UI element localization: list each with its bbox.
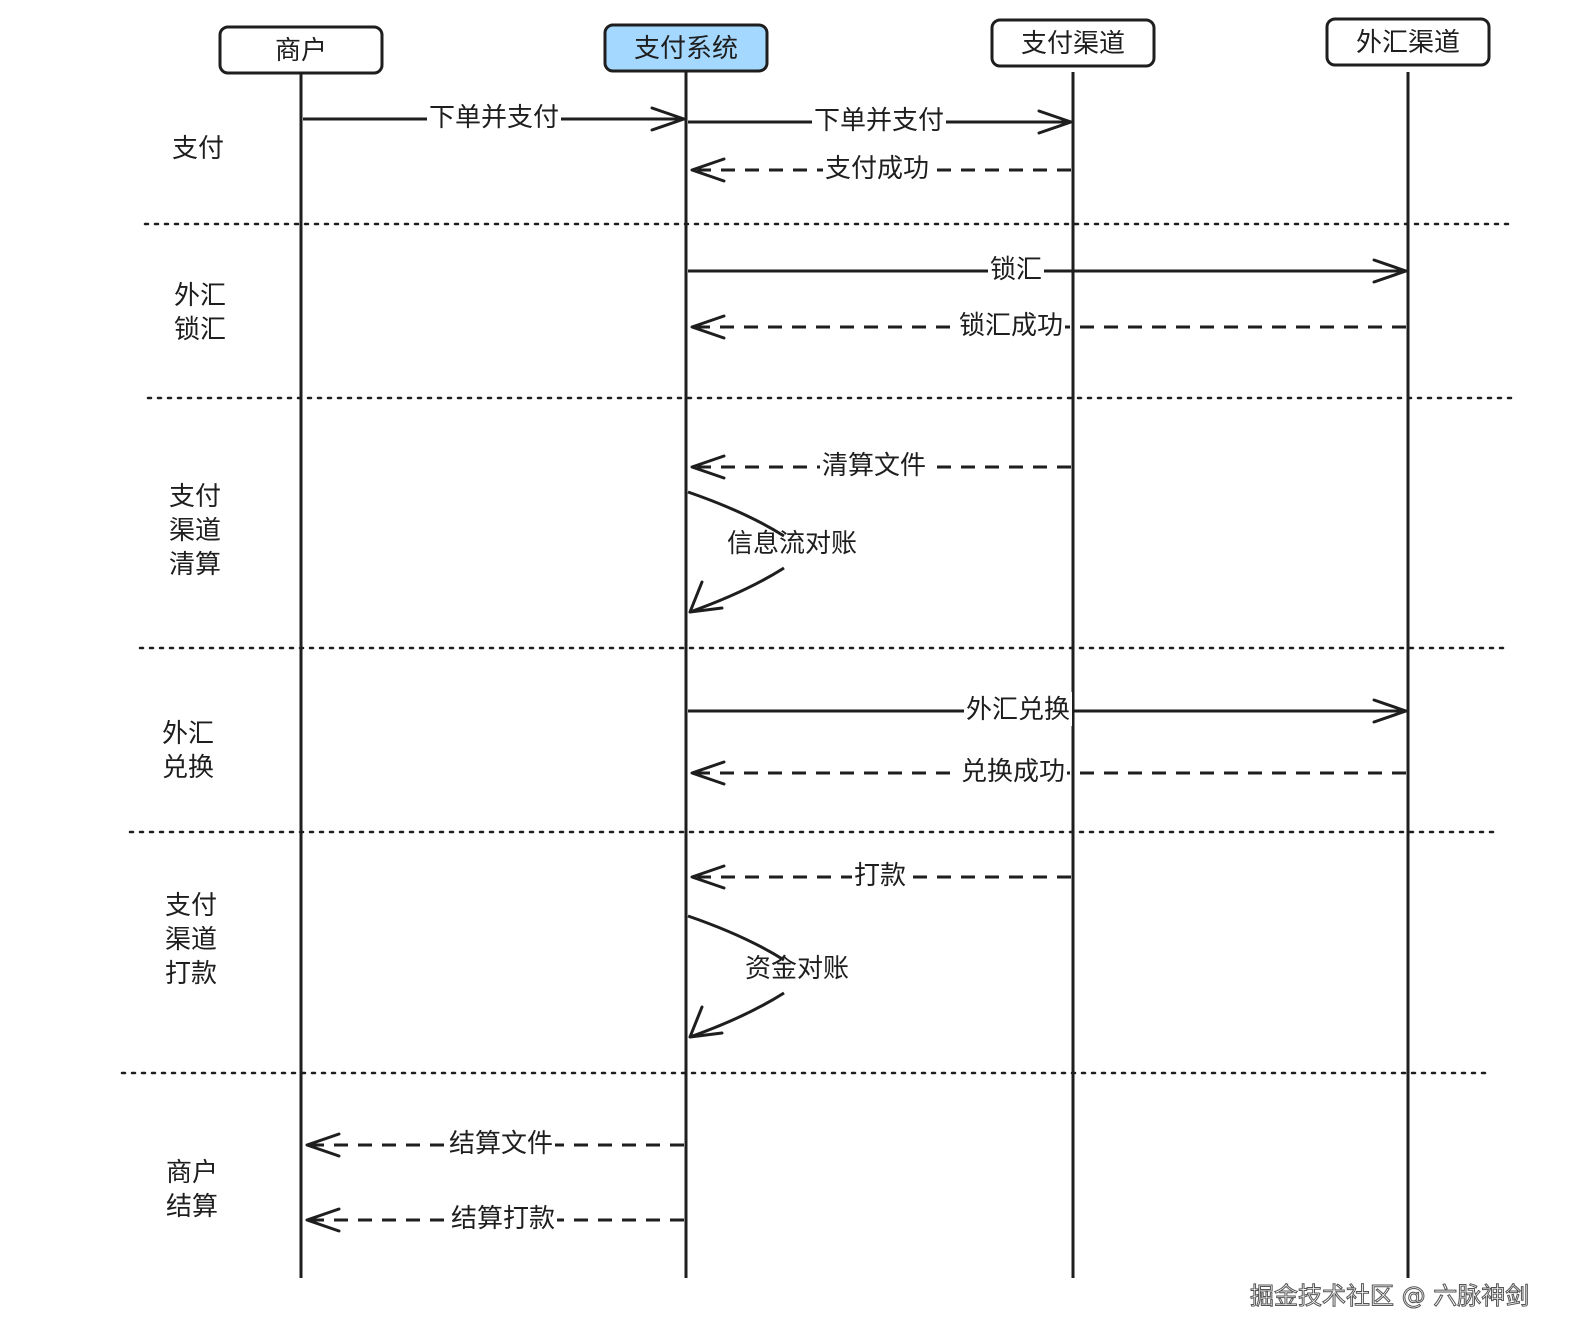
message-label: 锁汇 <box>990 255 1042 285</box>
self-message: 资金对账 <box>687 914 849 1039</box>
message-label: 打款 <box>854 861 906 891</box>
message-arrow: 下单并支付 <box>688 103 1073 137</box>
message-label-bg <box>820 448 928 482</box>
actor-box-frame <box>603 23 769 73</box>
arrow-head <box>650 106 686 132</box>
message-arrow: 支付成功 <box>690 151 1071 185</box>
actor-box: 支付渠道 <box>990 18 1156 68</box>
actor-box: 支付系统 <box>603 23 769 73</box>
actors: 商户 支付系统 支付渠道 外汇渠道 <box>218 17 1491 75</box>
actor-name: 支付渠道 <box>1021 29 1125 59</box>
actor-box: 商户 <box>218 25 384 75</box>
message-label: 兑换成功 <box>961 757 1065 787</box>
actor-box: 外汇渠道 <box>1325 17 1491 67</box>
message-arrow: 锁汇成功 <box>690 308 1406 342</box>
message-arrow: 清算文件 <box>690 448 1071 482</box>
message-label: 下单并支付 <box>814 106 944 136</box>
watermark: 掘金技术社区 @ 六脉神剑 <box>1249 1282 1530 1311</box>
message-label: 资金对账 <box>745 954 849 984</box>
arrow-head <box>690 760 726 786</box>
arrow-head <box>1372 258 1408 284</box>
message-label: 支付成功 <box>825 154 929 184</box>
message-arrow: 下单并支付 <box>303 100 686 134</box>
arrow-head <box>1372 698 1408 724</box>
message-label: 下单并支付 <box>429 103 559 133</box>
message-arrow: 结算文件 <box>305 1126 684 1160</box>
message-label-bg <box>988 252 1044 286</box>
arrow-head <box>688 1005 724 1039</box>
section-label: 支付渠道打款 <box>165 891 217 989</box>
actor-box-frame <box>990 18 1156 68</box>
message-label-bg <box>823 151 931 185</box>
section-label: 支付 <box>172 134 224 164</box>
messages: 下单并支付 下单并支付支付成功锁汇锁汇成功清算文件信息流对账外汇兑换兑换成功打款资… <box>303 100 1408 1235</box>
arrow-head <box>690 864 726 890</box>
message-label-bg <box>427 100 561 134</box>
self-loop-out <box>687 914 785 962</box>
message-label-bg <box>852 858 908 892</box>
message-label: 清算文件 <box>822 451 926 481</box>
self-loop-out <box>687 490 785 538</box>
message-label: 信息流对账 <box>727 529 857 559</box>
message-label-bg <box>449 1201 557 1235</box>
message-label: 外汇兑换 <box>966 695 1070 725</box>
message-arrow: 兑换成功 <box>690 754 1406 788</box>
arrow-head <box>690 454 726 480</box>
self-message: 信息流对账 <box>687 490 857 614</box>
arrow-head <box>690 157 726 183</box>
section-label: 商户结算 <box>166 1158 218 1222</box>
actor-box-frame <box>218 25 384 75</box>
message-arrow: 结算打款 <box>305 1201 684 1235</box>
arrow-head <box>305 1132 341 1158</box>
message-label-bg <box>957 308 1065 342</box>
lifelines <box>299 72 1410 1278</box>
actor-box-frame <box>1325 17 1491 67</box>
actor-name: 支付系统 <box>634 34 738 64</box>
message-arrow: 锁汇 <box>688 252 1408 286</box>
actor-name: 商户 <box>275 36 327 66</box>
message-label-bg <box>964 692 1072 726</box>
message-label-bg <box>447 1126 555 1160</box>
arrow-head <box>688 580 724 614</box>
actor-name: 外汇渠道 <box>1356 28 1460 58</box>
section-label: 外汇兑换 <box>162 719 214 783</box>
section-dividers <box>120 222 1520 1075</box>
section-label: 支付渠道清算 <box>169 482 221 580</box>
arrow-head <box>1037 109 1073 135</box>
message-label: 结算打款 <box>451 1204 555 1234</box>
message-label: 锁汇成功 <box>959 311 1063 341</box>
message-arrow: 打款 <box>690 858 1071 892</box>
self-loop-back <box>689 566 785 614</box>
message-label-bg <box>959 754 1067 788</box>
message-arrow: 外汇兑换 <box>688 692 1408 726</box>
self-loop-back <box>689 991 785 1039</box>
message-label: 结算文件 <box>449 1129 553 1159</box>
message-label-bg <box>812 103 946 137</box>
arrow-head <box>690 314 726 340</box>
section-label: 外汇锁汇 <box>174 281 226 345</box>
arrow-head <box>305 1207 341 1233</box>
